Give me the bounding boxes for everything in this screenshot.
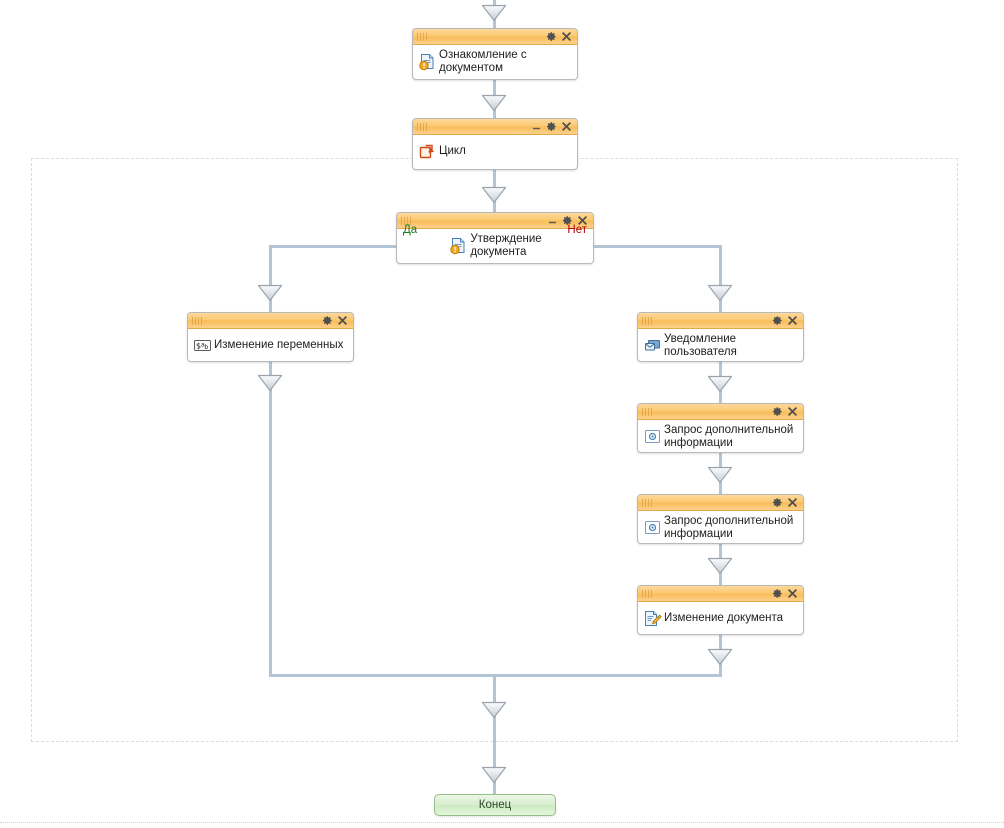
node-body-approval: Да Утверждение документа Нет xyxy=(397,224,593,263)
node-header-change-variables[interactable] xyxy=(188,313,353,329)
arrow-into-edit xyxy=(707,557,733,575)
gear-icon[interactable] xyxy=(321,314,334,327)
arrow-into-request2 xyxy=(707,466,733,484)
gear-icon[interactable] xyxy=(771,496,784,509)
arrow-into-request1 xyxy=(707,375,733,393)
arrow-after-merge xyxy=(481,701,507,719)
branch-label-yes: Да xyxy=(403,224,418,236)
gear-icon[interactable] xyxy=(771,314,784,327)
close-icon[interactable] xyxy=(786,496,799,509)
gear-icon[interactable] xyxy=(545,30,558,43)
node-edit-document[interactable]: Изменение документа xyxy=(637,585,804,635)
end-node[interactable]: Конец xyxy=(434,794,556,816)
document-review-icon xyxy=(448,236,468,256)
node-loop[interactable]: Цикл xyxy=(412,118,578,170)
connector-approval-no-out xyxy=(594,245,721,248)
notification-icon xyxy=(642,336,662,356)
gear-icon[interactable] xyxy=(561,214,574,227)
gear-icon[interactable] xyxy=(545,120,558,133)
node-title-request-info-1: Запрос дополнительной информации xyxy=(664,423,794,449)
edit-document-icon xyxy=(642,609,662,629)
node-familiarization[interactable]: Ознакомление с документом xyxy=(412,28,578,80)
canvas-bottom-divider xyxy=(0,822,1004,823)
document-review-icon xyxy=(417,52,437,72)
end-node-label: Конец xyxy=(478,799,512,811)
node-request-info-2[interactable]: Запрос дополнительной информации xyxy=(637,494,804,544)
node-body-request-info-2: Запрос дополнительной информации xyxy=(638,511,803,543)
node-approval[interactable]: Да Утверждение документа Нет xyxy=(396,212,594,264)
drag-handle-icon[interactable] xyxy=(642,316,658,325)
arrow-into-familiarization xyxy=(481,4,507,22)
variables-icon: $ a b xyxy=(192,336,212,356)
node-body-loop: Цикл xyxy=(413,135,577,169)
drag-handle-icon[interactable] xyxy=(642,407,658,416)
node-title-request-info-2: Запрос дополнительной информации xyxy=(664,514,794,540)
node-body-request-info-1: Запрос дополнительной информации xyxy=(638,420,803,452)
node-change-variables[interactable]: $ a b Изменение переменных xyxy=(187,312,354,362)
arrow-into-end xyxy=(481,766,507,784)
close-icon[interactable] xyxy=(576,214,589,227)
node-title-change-variables: Изменение переменных xyxy=(214,339,344,351)
arrow-into-variables xyxy=(257,284,283,302)
node-title-loop: Цикл xyxy=(439,145,466,157)
drag-handle-icon[interactable] xyxy=(192,316,208,325)
close-icon[interactable] xyxy=(786,314,799,327)
close-icon[interactable] xyxy=(560,30,573,43)
close-icon[interactable] xyxy=(560,120,573,133)
minimize-icon[interactable] xyxy=(546,214,559,227)
node-body-change-variables: $ a b Изменение переменных xyxy=(188,329,353,361)
close-icon[interactable] xyxy=(786,405,799,418)
arrow-merge-right xyxy=(707,648,733,666)
drag-handle-icon[interactable] xyxy=(642,498,658,507)
arrow-into-approval xyxy=(481,186,507,204)
node-title-approval: Утверждение документа xyxy=(470,232,542,258)
svg-text:$: $ xyxy=(196,342,201,351)
drag-handle-icon[interactable] xyxy=(642,589,658,598)
node-title-familiarization: Ознакомление с документом xyxy=(439,48,527,74)
drag-handle-icon[interactable] xyxy=(401,216,417,225)
decision-center: Утверждение документа xyxy=(409,233,581,259)
node-request-info-1[interactable]: Запрос дополнительной информации xyxy=(637,403,804,453)
drag-handle-icon[interactable] xyxy=(417,32,433,41)
node-body-familiarization: Ознакомление с документом xyxy=(413,45,577,79)
node-title-edit-document: Изменение документа xyxy=(664,612,784,624)
arrow-into-notify xyxy=(707,284,733,302)
node-header-edit-document[interactable] xyxy=(638,586,803,602)
branch-label-no: Нет xyxy=(567,224,587,236)
node-body-notify-user: Уведомление пользователя xyxy=(638,329,803,361)
node-header-request-info-1[interactable] xyxy=(638,404,803,420)
node-header-request-info-2[interactable] xyxy=(638,495,803,511)
node-body-edit-document: Изменение документа xyxy=(638,602,803,634)
drag-handle-icon[interactable] xyxy=(417,122,433,131)
arrow-merge-left xyxy=(257,374,283,392)
node-title-notify-user: Уведомление пользователя xyxy=(664,332,737,358)
close-icon[interactable] xyxy=(336,314,349,327)
arrow-into-loop xyxy=(481,94,507,112)
connector-approval-yes-out xyxy=(270,245,396,248)
connector-no-branch-down xyxy=(719,245,722,312)
node-notify-user[interactable]: Уведомление пользователя xyxy=(637,312,804,362)
close-icon[interactable] xyxy=(786,587,799,600)
node-header-notify-user[interactable] xyxy=(638,313,803,329)
connector-merge-to-end xyxy=(493,674,496,794)
node-header-loop[interactable] xyxy=(413,119,577,135)
connector-variables-to-merge xyxy=(269,362,272,676)
node-header-approval[interactable] xyxy=(397,213,593,229)
svg-text:b: b xyxy=(204,344,208,351)
loop-icon xyxy=(417,142,437,162)
gear-icon[interactable] xyxy=(771,405,784,418)
node-header-familiarization[interactable] xyxy=(413,29,577,45)
gear-icon[interactable] xyxy=(771,587,784,600)
svg-text:a: a xyxy=(201,341,205,348)
minimize-icon[interactable] xyxy=(530,120,543,133)
request-info-icon xyxy=(642,518,662,538)
connector-yes-branch-down xyxy=(269,245,272,312)
request-info-icon xyxy=(642,427,662,447)
